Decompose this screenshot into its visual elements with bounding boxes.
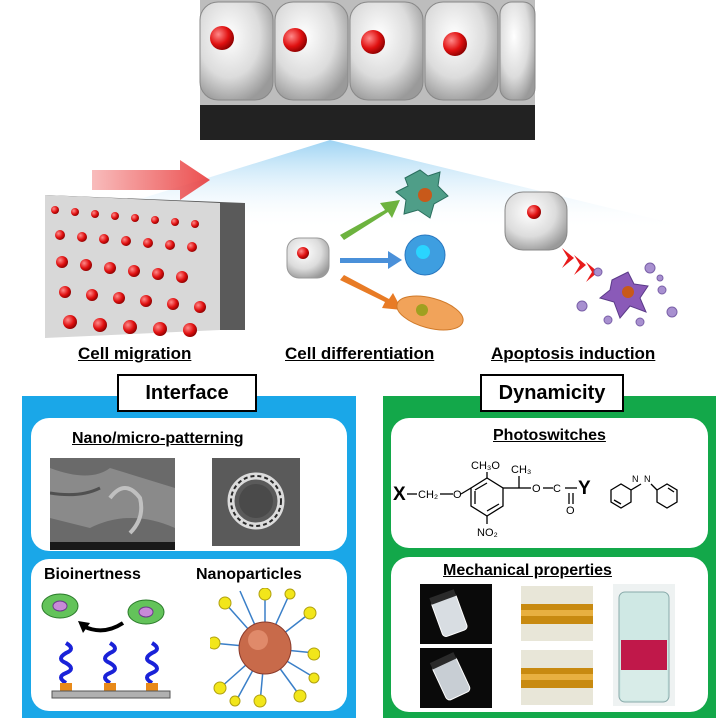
sem-image-fiber: [50, 458, 175, 550]
vial-photos: [420, 584, 492, 708]
nanoparticle-illustration: [210, 588, 320, 708]
apoptosis-induction-label: Apoptosis induction: [491, 344, 656, 363]
formula-n2: N: [644, 474, 651, 484]
cell-differentiation-label: Cell differentiation: [285, 344, 435, 363]
formula-ch3: CH₃: [511, 464, 531, 476]
dynamicity-title: Dynamicity: [480, 374, 624, 412]
bioinertness-nanoparticles-panel: [31, 559, 347, 711]
interface-title: Interface: [117, 374, 257, 412]
formula-o1: O: [453, 489, 462, 501]
formula-ch3o: CH₃O: [471, 460, 500, 472]
formula-y: Y: [578, 478, 591, 499]
formula-ch2: CH₂: [418, 489, 438, 501]
formula-no2: NO₂: [477, 527, 498, 539]
formula-o2: O: [532, 483, 541, 495]
bioinertness-title: Bioinertness: [44, 566, 141, 583]
bioinertness-illustration: [41, 593, 171, 699]
formula-c: C: [553, 483, 561, 495]
gel-strip-photos: [521, 586, 593, 705]
patterning-title: Nano/micro-patterning: [72, 430, 244, 447]
photoswitches-title: Photoswitches: [493, 427, 606, 444]
photoswitches-panel: [391, 418, 708, 548]
photoswitch-structure: X CH₂ O CH₃O CH₃ O C O Y O NO₂ N N: [393, 460, 678, 539]
nanoparticles-title: Nanoparticles: [196, 566, 302, 583]
cell-migration-label: Cell migration: [78, 344, 192, 363]
microscope-image-ring: [212, 458, 300, 546]
formula-o3: O: [566, 505, 575, 517]
mechanical-title: Mechanical properties: [443, 562, 612, 579]
formula-x: X: [393, 484, 406, 505]
cell-array-illustration: [40, 0, 700, 338]
red-vial-photo: [613, 584, 675, 706]
formula-n1: N: [632, 474, 639, 484]
